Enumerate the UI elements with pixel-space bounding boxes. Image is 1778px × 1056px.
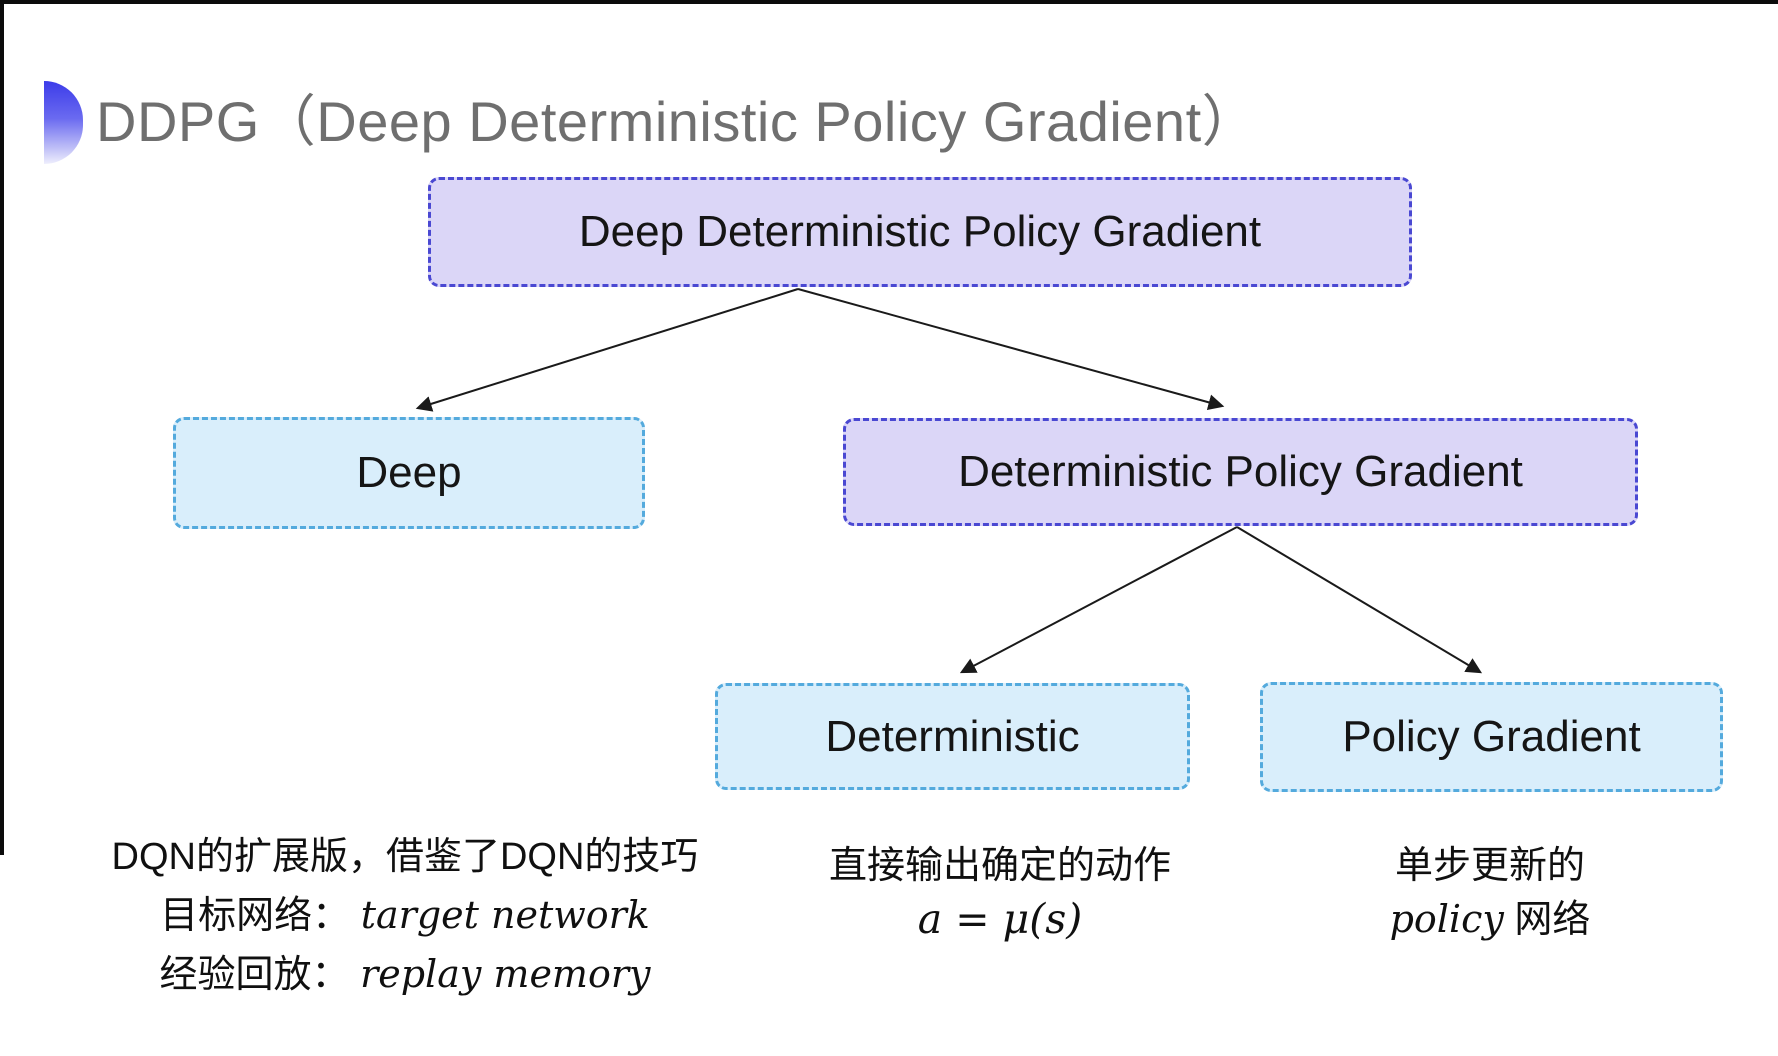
node-label: Deep — [356, 448, 462, 497]
node-deep: Deep — [173, 417, 645, 529]
formula-a-mu-s: a = μ(s) — [917, 895, 1083, 943]
note-line: 目标网络： target network — [160, 893, 650, 937]
arrow-dpg-to-deterministic — [959, 526, 1238, 674]
note-line: 经验回放： replay memory — [159, 952, 651, 996]
note-line: DQN的扩展版，借鉴了DQN的技巧 — [111, 836, 699, 878]
window-border-top — [0, 0, 1778, 4]
note-deterministic-action: 直接输出确定的动作 a = μ(s) — [795, 840, 1205, 946]
page-title: DDPG（Deep Deterministic Policy Gradient） — [96, 90, 1259, 153]
arrow-root-to-deep — [415, 288, 799, 412]
window-border-left — [0, 0, 4, 855]
node-label: Policy Gradient — [1342, 712, 1641, 761]
node-deep-deterministic-policy-gradient: Deep Deterministic Policy Gradient — [428, 177, 1412, 287]
node-deterministic-policy-gradient: Deterministic Policy Gradient — [843, 418, 1638, 526]
note-policy-network: 单步更新的 policy 网络 — [1285, 840, 1695, 947]
node-label: Deep Deterministic Policy Gradient — [578, 207, 1262, 256]
arrow-dpg-to-policy-gradient — [1236, 526, 1483, 674]
note-line: 单步更新的 — [1394, 845, 1585, 887]
node-label: Deterministic Policy Gradient — [958, 447, 1523, 496]
arrow-root-to-dpg — [797, 288, 1225, 411]
note-line: policy 网络 — [1389, 897, 1591, 941]
node-deterministic: Deterministic — [715, 683, 1190, 790]
node-policy-gradient: Policy Gradient — [1260, 682, 1723, 792]
node-label: Deterministic — [825, 711, 1080, 761]
note-line: 直接输出确定的动作 — [828, 845, 1171, 887]
note-deep-dqn: DQN的扩展版，借鉴了DQN的技巧 目标网络： target network 经… — [95, 828, 715, 1004]
